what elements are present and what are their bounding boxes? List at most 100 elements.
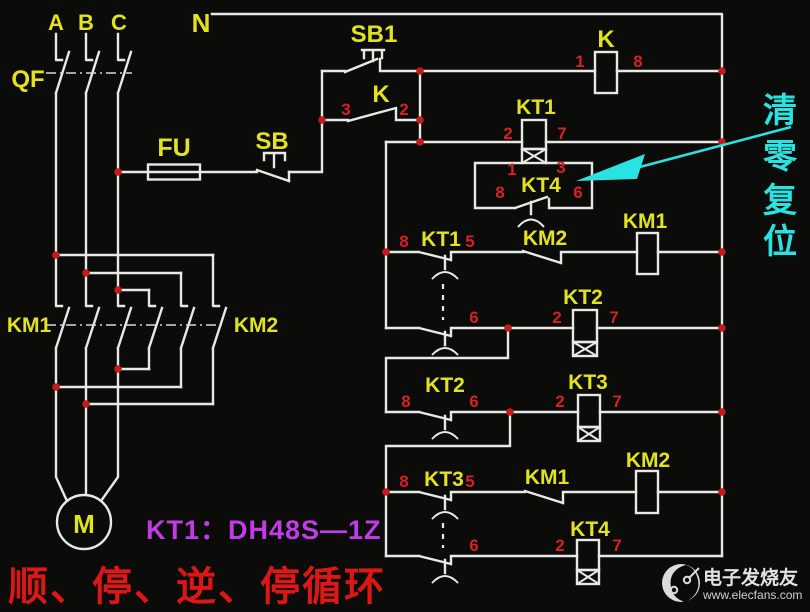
kt4-coil-terminal-2: 2 [555, 536, 564, 555]
bottom-annotations: KT1：DH48S—1Z 顺、停、逆、停循环 [8, 515, 386, 609]
rung-km2 [384, 469, 724, 548]
k-contact-terminal-2: 2 [399, 100, 408, 119]
neutral-top-bus [210, 12, 724, 558]
kt1-coil-row [384, 118, 724, 165]
k-contact-symbol [320, 69, 422, 144]
junction-dots [52, 67, 726, 496]
kt3-contact-label: KT3 [424, 468, 464, 491]
watermark-brand: 电子发烧友 [703, 566, 798, 589]
watermark-logo-pad-2 [682, 575, 692, 585]
kt4-terminal-6: 6 [573, 183, 582, 202]
kt3-coil-label: KT3 [568, 371, 608, 394]
kt4-terminal-8: 8 [495, 183, 504, 202]
kt2-contact-terminal-6: 6 [469, 392, 478, 411]
kt4-delay-element [575, 568, 601, 586]
reversing-crossover-wires [54, 253, 215, 292]
kt1-contact-cup [431, 271, 459, 280]
rung-kt4-wires [384, 554, 724, 575]
stop-branch-riser [287, 69, 324, 174]
phase-a-label: A [48, 10, 64, 35]
kt3-coil-terminal-7: 7 [612, 392, 621, 411]
reset-note-char-4: 位 [763, 223, 797, 261]
power-circuit [46, 32, 228, 551]
terminal-numbers: 3 2 1 8 2 7 1 3 8 6 8 5 6 2 7 8 6 2 7 8 … [341, 52, 642, 555]
kt3-delay-element [576, 425, 602, 443]
kt4-delay-cross [576, 569, 600, 585]
sequence-caption: 顺、停、逆、停循环 [8, 565, 386, 609]
reset-arrow-line [635, 125, 792, 170]
control-buses [210, 12, 724, 558]
phase-c-line [99, 32, 133, 503]
kt4-coil-body [575, 538, 601, 572]
km1-interlock-label: KM1 [525, 466, 570, 489]
kt3-contact-terminal-5: 5 [465, 472, 474, 491]
reset-note-char-2: 零 [763, 138, 798, 176]
kt1-coil-terminal-7: 7 [557, 124, 566, 143]
kt3-delay-cross [577, 426, 601, 442]
rung-kt2-wires [384, 326, 724, 347]
kt2-contact-cup [431, 431, 459, 440]
start-button-sb1 [320, 48, 422, 74]
kt2-delay-cross [572, 341, 598, 357]
neutral-label: N [192, 8, 211, 38]
stop-button-label: SB [255, 128, 288, 155]
control-labels: SB SB1 K K KT1 KT4 KT1 KM2 KM1 KT2 KT2 K… [255, 21, 670, 541]
timer-model-note: KT1：DH48S—1Z [146, 515, 382, 545]
rung-kt2 [384, 308, 724, 358]
kt1-contact2-cup [431, 347, 459, 356]
watermark: 电子发烧友 www.elecfans.com [662, 564, 802, 602]
phase-a-line [54, 32, 71, 503]
kt1-coil-body [520, 118, 548, 151]
kt1-delay-element [520, 147, 548, 165]
kt3-coil-terminal-2: 2 [555, 392, 564, 411]
rung-kt3 [384, 393, 724, 443]
fuse-body [146, 163, 202, 181]
watermark-site: www.elecfans.com [702, 588, 802, 602]
breaker-label: QF [11, 66, 44, 93]
km2-coil-body [634, 469, 660, 515]
kt2-coil-body [571, 308, 599, 344]
rung-km2-wires [384, 489, 724, 511]
motor-symbol [55, 493, 113, 551]
reset-annotation: 清 零 复 位 [576, 92, 798, 261]
kt2-coil-terminal-7: 7 [609, 308, 618, 327]
left-rail [384, 140, 512, 558]
rung-km1-wires [384, 249, 724, 271]
contactor-km1-bank-label: KM1 [7, 314, 52, 337]
k-contact-terminal-3: 3 [341, 100, 350, 119]
kt2-delay-element [571, 340, 599, 358]
k-coil-label: K [597, 26, 615, 53]
reset-arrow-head [576, 154, 645, 181]
kt1-delay-cross [521, 148, 547, 164]
fuse-stop-branch [116, 69, 324, 183]
kt4-delay-cup [517, 218, 545, 228]
watermark-logo-trace [688, 567, 700, 579]
k-latch-contact [320, 69, 422, 144]
rung-kt3-wires [384, 410, 724, 431]
kt1-contact-label: KT1 [421, 228, 461, 251]
power-labels: A B C N QF FU KM1 KM2 M [7, 8, 278, 539]
reset-note-char-1: 清 [763, 92, 797, 130]
motor-label: M [73, 509, 95, 539]
kt1-contact2-terminal-6: 6 [469, 308, 478, 327]
kt3-contact-terminal-8: 8 [399, 472, 408, 491]
km2-coil-label: KM2 [626, 449, 670, 472]
start-button-label: SB1 [351, 21, 398, 48]
phase-b-label: B [78, 10, 94, 35]
contactor-km2-bank-label: KM2 [234, 314, 278, 337]
watermark-logo-pad-1 [669, 585, 679, 595]
kt1-contact-terminal-8: 8 [399, 232, 408, 251]
kt2-coil-label: KT2 [563, 286, 603, 309]
kt4-terminal-3: 3 [556, 158, 565, 177]
kt2-contact-label: KT2 [425, 374, 465, 397]
phase-b-line [84, 32, 101, 497]
kt4-coil-label: KT4 [570, 518, 610, 541]
km2-pole-lines [147, 253, 228, 406]
km1-coil-body [635, 231, 660, 276]
k-contact-label: K [372, 81, 390, 108]
kt2-contact-terminal-8: 8 [401, 392, 410, 411]
kt4-reset-label: KT4 [521, 174, 561, 197]
k-coil-body [593, 50, 619, 95]
